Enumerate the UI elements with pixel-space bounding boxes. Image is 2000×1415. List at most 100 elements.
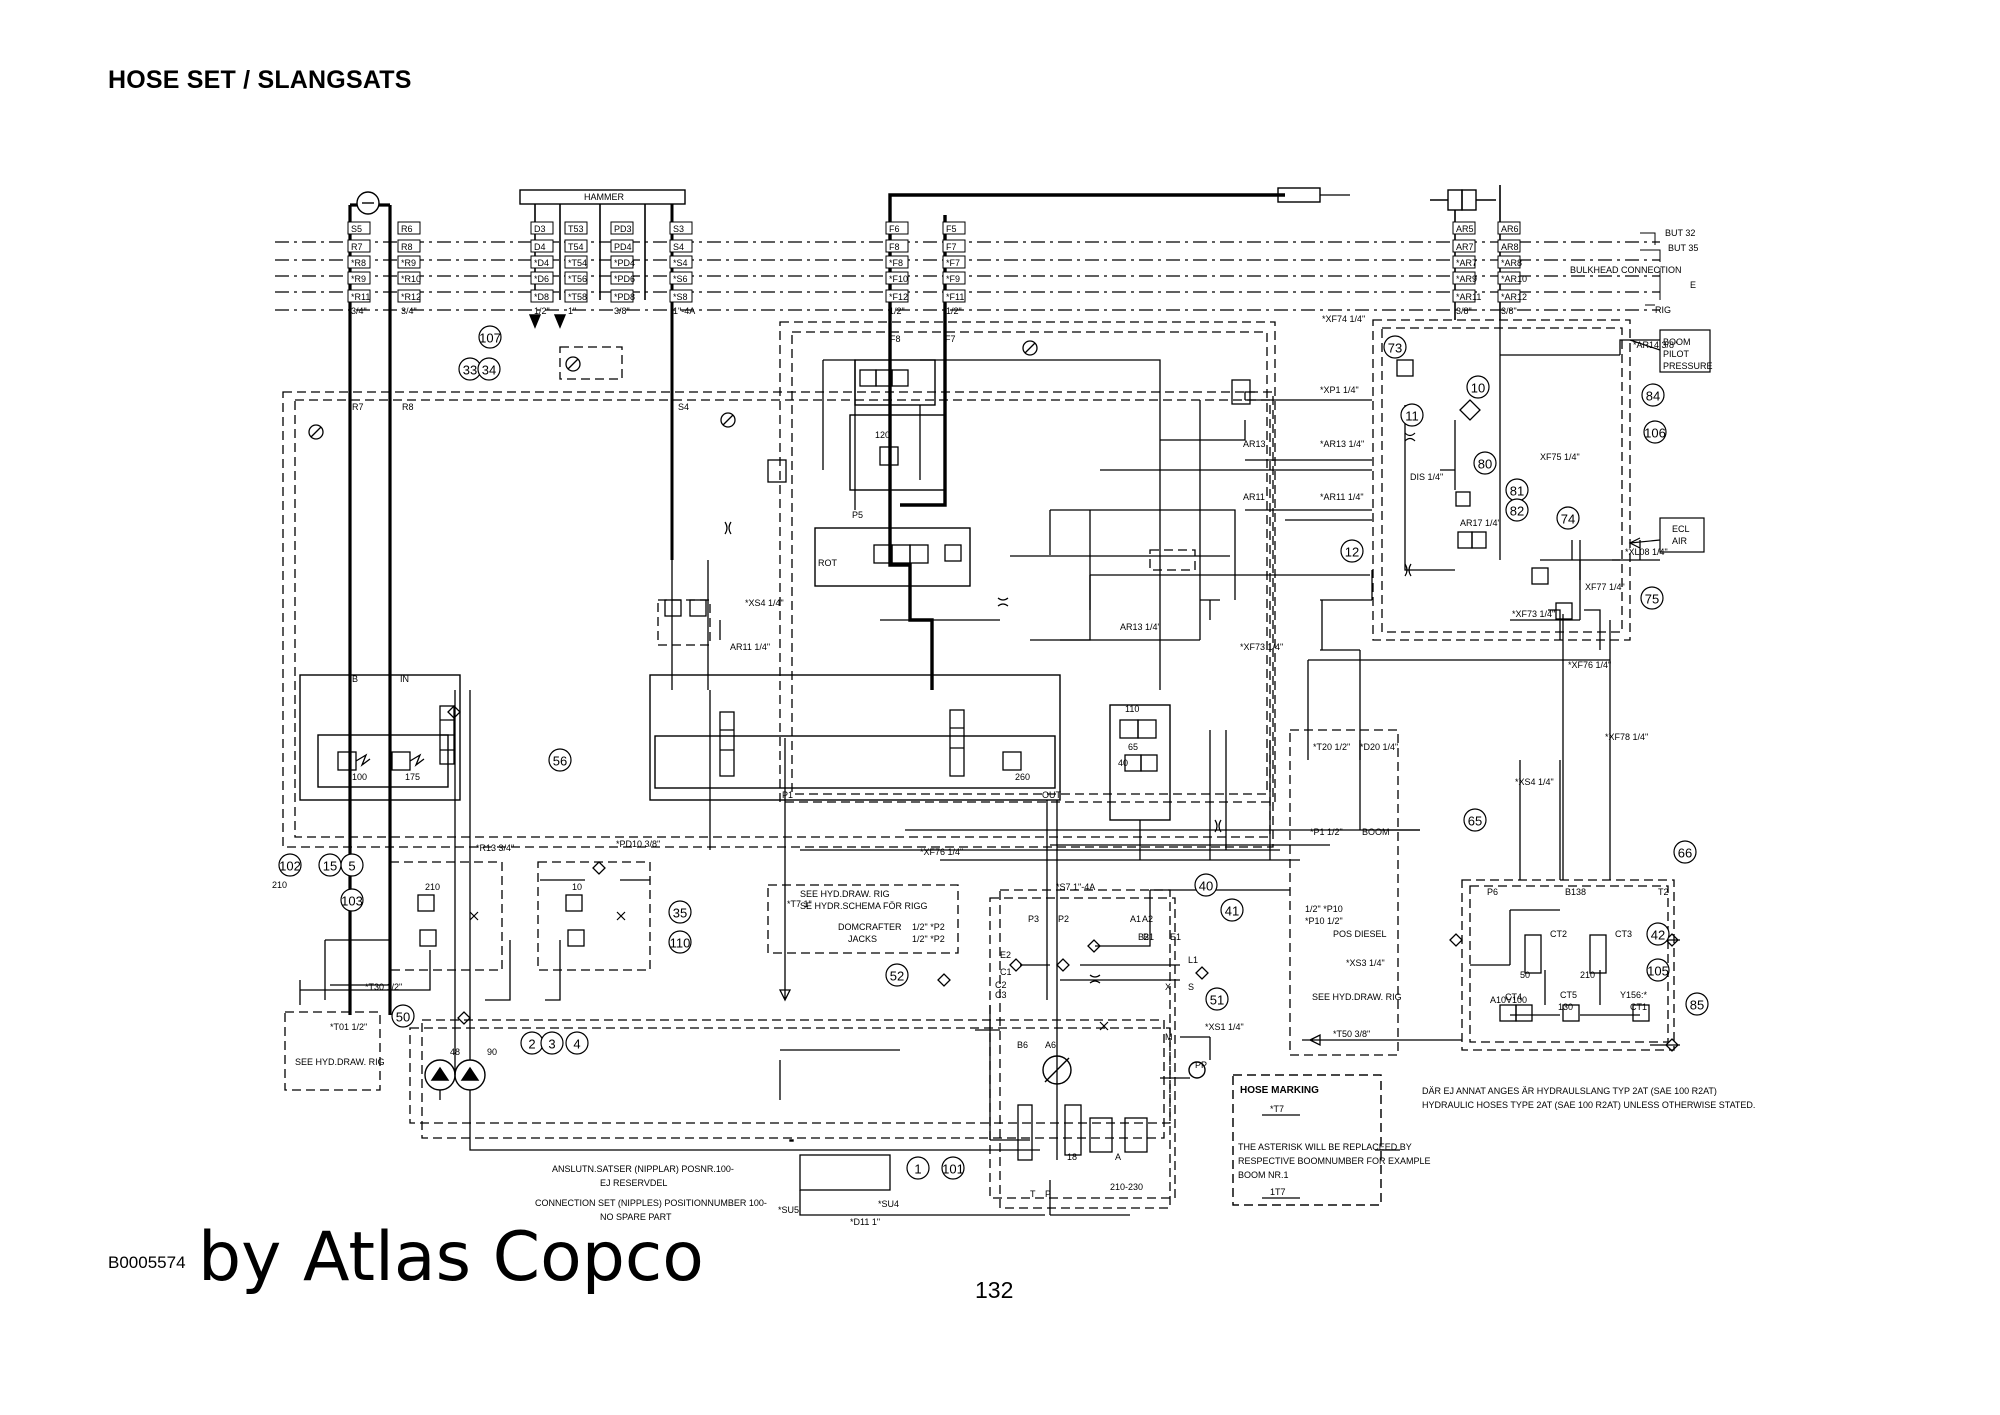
inline-label: 210	[425, 882, 440, 892]
callout-circle	[1505, 498, 1529, 522]
callout-circle	[1646, 958, 1670, 982]
callout-number: 51	[1210, 993, 1224, 1008]
svg-text:E: E	[1690, 280, 1696, 290]
inline-label: ROT	[818, 558, 838, 568]
hose-label: *AR7	[1456, 258, 1477, 268]
inline-label: *XS1 1/4"	[1205, 1022, 1244, 1032]
callout-number: 52	[890, 969, 904, 984]
callout-circle	[565, 1031, 589, 1055]
callout-circle	[1340, 539, 1364, 563]
inline-label: P5	[852, 510, 863, 520]
callout-circle	[1220, 898, 1244, 922]
callout-number: 66	[1678, 846, 1692, 861]
callout-number: 40	[1199, 879, 1213, 894]
hammer-label: HAMMER	[584, 192, 624, 202]
inline-label: BOOM	[1362, 827, 1390, 837]
callout-circle	[1641, 383, 1665, 407]
hose-label: *T58	[568, 292, 587, 302]
svg-text:BOOM: BOOM	[1663, 337, 1691, 347]
inline-label: 210-230	[1110, 1182, 1143, 1192]
inline-label: A	[1115, 1152, 1121, 1162]
hose-label: *PD8	[614, 292, 635, 302]
svg-text:DÄR EJ ANNAT ANGES ÄR HYDRAULS: DÄR EJ ANNAT ANGES ÄR HYDRAULSLANG TYP 2…	[1422, 1086, 1717, 1096]
svg-text:BULKHEAD CONNECTION: BULKHEAD CONNECTION	[1570, 265, 1682, 275]
inline-label: A10V100	[1490, 995, 1527, 1005]
callout-circle	[548, 748, 572, 772]
inline-label: *XF74 1/4"	[1322, 314, 1365, 324]
inline-label: SEE HYD.DRAW. RIG	[1312, 992, 1402, 1002]
callout-number: 107	[479, 331, 501, 346]
callout-circle	[391, 1004, 415, 1028]
hose-label: R6	[401, 224, 413, 234]
inline-label: E1	[1170, 932, 1181, 942]
inline-label: *PD10 3/8"	[616, 839, 660, 849]
page-title: HOSE SET / SLANGSATS	[108, 66, 412, 94]
callout-number: 41	[1225, 904, 1239, 919]
inline-label: IN	[400, 674, 409, 684]
hose-label: *R12	[401, 292, 421, 302]
inline-label: *P1 1/2"	[1310, 827, 1343, 837]
svg-text:JACKS: JACKS	[848, 934, 877, 944]
brand-watermark: by Atlas Copco	[198, 1218, 704, 1297]
inline-label: P6	[1487, 887, 1498, 897]
inline-label: P2	[1058, 914, 1069, 924]
hose-label: S5	[351, 224, 362, 234]
hose-label: F7	[946, 242, 957, 252]
svg-text:ECL: ECL	[1672, 524, 1690, 534]
callout-number: 35	[673, 906, 687, 921]
inline-label: *SU4	[878, 1199, 899, 1209]
inline-label: 175	[405, 772, 420, 782]
inline-label: *AR14 3/8"	[1633, 340, 1677, 350]
inline-label: A6	[1045, 1040, 1056, 1050]
side-boxes	[1628, 329, 1711, 553]
inline-label: T2	[1658, 887, 1669, 897]
hose-label: T53	[568, 224, 584, 234]
svg-text:HOSE MARKING: HOSE MARKING	[1240, 1085, 1319, 1096]
callout-number: 42	[1651, 928, 1665, 943]
inline-label: CT4	[1505, 992, 1522, 1002]
svg-text:*T7: *T7	[1270, 1104, 1284, 1114]
callout-circle	[278, 853, 302, 877]
callout-number: 56	[553, 754, 567, 769]
callout-number: 101	[942, 1162, 964, 1177]
hose-label: D4	[534, 242, 546, 252]
inline-label: F7	[945, 334, 956, 344]
hose-label: *F12	[889, 292, 908, 302]
pressure-gauges	[308, 340, 1038, 440]
hose-label: 1"	[568, 306, 576, 316]
callout-number: 84	[1646, 389, 1660, 404]
svg-text:RESPECTIVE BOOMNUMBER FOR EXAM: RESPECTIVE BOOMNUMBER FOR EXAMPLE	[1238, 1156, 1431, 1166]
svg-text:ANSLUTN.SATSER (NIPPLAR) POSNR: ANSLUTN.SATSER (NIPPLAR) POSNR.100-	[552, 1164, 734, 1174]
callout-number: 50	[396, 1010, 410, 1025]
hose-label: 1/2"	[889, 306, 905, 316]
inline-label: *XS3 1/4"	[1346, 958, 1385, 968]
inline-label: *T01 1/2"	[330, 1022, 367, 1032]
control-blocks	[299, 359, 1171, 821]
inline-label: 1/2" *P2	[912, 922, 945, 932]
callout-circle	[1673, 840, 1697, 864]
inline-label: R7	[352, 402, 364, 412]
inline-label: XF75 1/4"	[1540, 452, 1580, 462]
callout-number: 4	[573, 1037, 580, 1052]
inline-label: *T7 1"	[787, 899, 812, 909]
inline-label: *SU5	[778, 1205, 799, 1215]
inline-label: B6	[1017, 1040, 1028, 1050]
callout-circle	[477, 357, 501, 381]
inline-label: B138	[1565, 887, 1586, 897]
hose-label: PD4	[614, 242, 632, 252]
callout-circle	[1473, 451, 1497, 475]
callout-circle	[1463, 808, 1487, 832]
pumps	[424, 1055, 1206, 1142]
hose-marking-box	[1232, 1074, 1382, 1206]
inline-label: C3	[995, 990, 1007, 1000]
inline-label: 210	[1580, 970, 1595, 980]
callout-number: 10	[1471, 381, 1485, 396]
hose-label: *D4	[534, 258, 549, 268]
svg-text:DOMCRAFTER: DOMCRAFTER	[838, 922, 902, 932]
inline-label: B	[352, 674, 358, 684]
inline-label: 40	[1118, 758, 1128, 768]
inline-label: R8	[402, 402, 414, 412]
hose-label: *AR11	[1456, 292, 1481, 302]
